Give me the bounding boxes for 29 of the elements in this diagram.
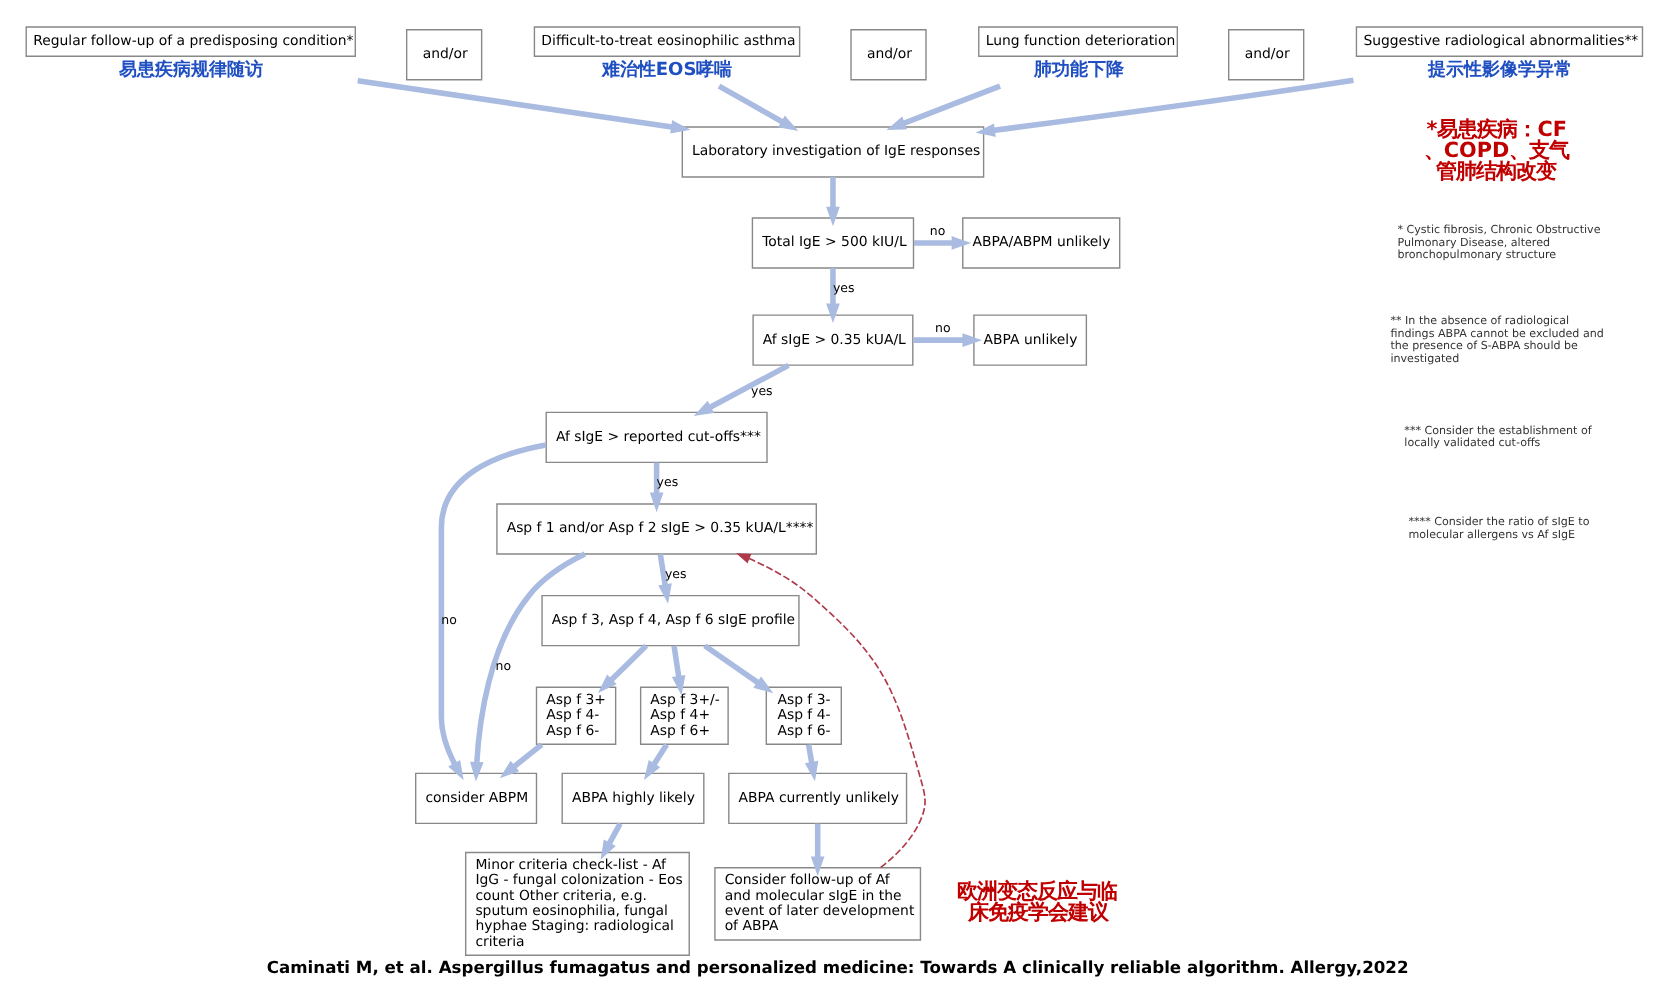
- arrow: [717, 83, 799, 132]
- node-label: 难治性EOS哮喘: [601, 60, 733, 81]
- arrow: [693, 362, 790, 417]
- arrow: [703, 643, 774, 694]
- arrow: [913, 333, 982, 347]
- arrow: [649, 462, 664, 513]
- arrow: [810, 823, 825, 876]
- node-label: 易患疾病规律随访: [119, 60, 264, 81]
- arrow: [886, 83, 1002, 130]
- arrow: [597, 643, 649, 693]
- arrow: [914, 236, 972, 250]
- arrow: [357, 78, 691, 134]
- label: 欧洲变态反应与临床免疫学会建议: [957, 880, 1118, 926]
- arrow: [826, 177, 840, 227]
- node-label: 提示性影像学异常: [1427, 60, 1572, 81]
- arrow: [438, 442, 547, 781]
- caption: Caminati M, et al. Aspergillus fumagatus and personalized medicine: Towards A clinically reliable algorithm. Allergy,2022: [266, 956, 1409, 977]
- arrow: [499, 742, 544, 779]
- arrow: [804, 744, 819, 782]
- node-label: 肺功能下降: [1033, 60, 1124, 81]
- arrow: [826, 268, 840, 323]
- label: *易患疾病：CF、COPD、支气管肺结构改变: [1423, 118, 1570, 184]
- arrow: [469, 551, 587, 782]
- arrow: [600, 822, 623, 860]
- arrow: [736, 553, 926, 869]
- arrow: [671, 645, 686, 696]
- arrow: [657, 553, 672, 604]
- arrow: [975, 77, 1354, 137]
- arrow: [643, 743, 670, 780]
